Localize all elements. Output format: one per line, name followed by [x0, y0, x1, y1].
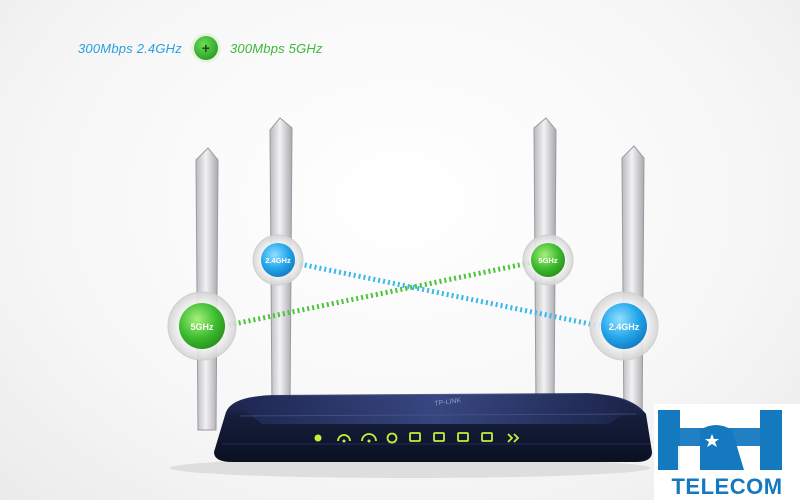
- speed-headline: 300Mbps 2.4GHz + 300Mbps 5GHz: [78, 36, 323, 60]
- badge-label: 2.4GHz: [265, 256, 291, 265]
- badge-label: 5GHz: [190, 322, 214, 332]
- badge-right-inner: 5GHz: [522, 234, 574, 286]
- internet-led-icon: [386, 432, 398, 444]
- badge-left-inner: 2.4GHz: [252, 234, 304, 286]
- led-row: [314, 432, 520, 444]
- brand-text: TELECOM: [671, 474, 783, 499]
- wps-led-icon: [507, 433, 520, 443]
- badge-right-outer: 2.4GHz: [589, 291, 659, 361]
- antenna-left-outer: [195, 147, 219, 431]
- lan1-led-icon: [409, 432, 421, 442]
- power-led-icon: [314, 434, 322, 442]
- badge-left-outer: 5GHz: [167, 291, 237, 361]
- band-5ghz-label: 300Mbps 5GHz: [229, 40, 323, 56]
- router-shadow: [170, 458, 650, 478]
- band-24ghz-label: 300Mbps 2.4GHz: [78, 40, 182, 56]
- plus-icon: +: [193, 36, 218, 60]
- lan3-led-icon: [457, 432, 469, 442]
- wifi-24-led-icon: [337, 434, 351, 443]
- antenna-right-outer: [621, 145, 645, 431]
- router-logo: TP-LINK: [434, 397, 462, 408]
- router-body: TP-LINK: [214, 393, 652, 462]
- hn-telecom-logo-icon: [654, 404, 800, 500]
- lan2-led-icon: [433, 432, 445, 442]
- badge-label: 2.4GHz: [609, 322, 640, 332]
- wifi-5-led-icon: [361, 433, 377, 443]
- lan4-led-icon: [481, 432, 493, 442]
- badge-label: 5GHz: [538, 256, 557, 265]
